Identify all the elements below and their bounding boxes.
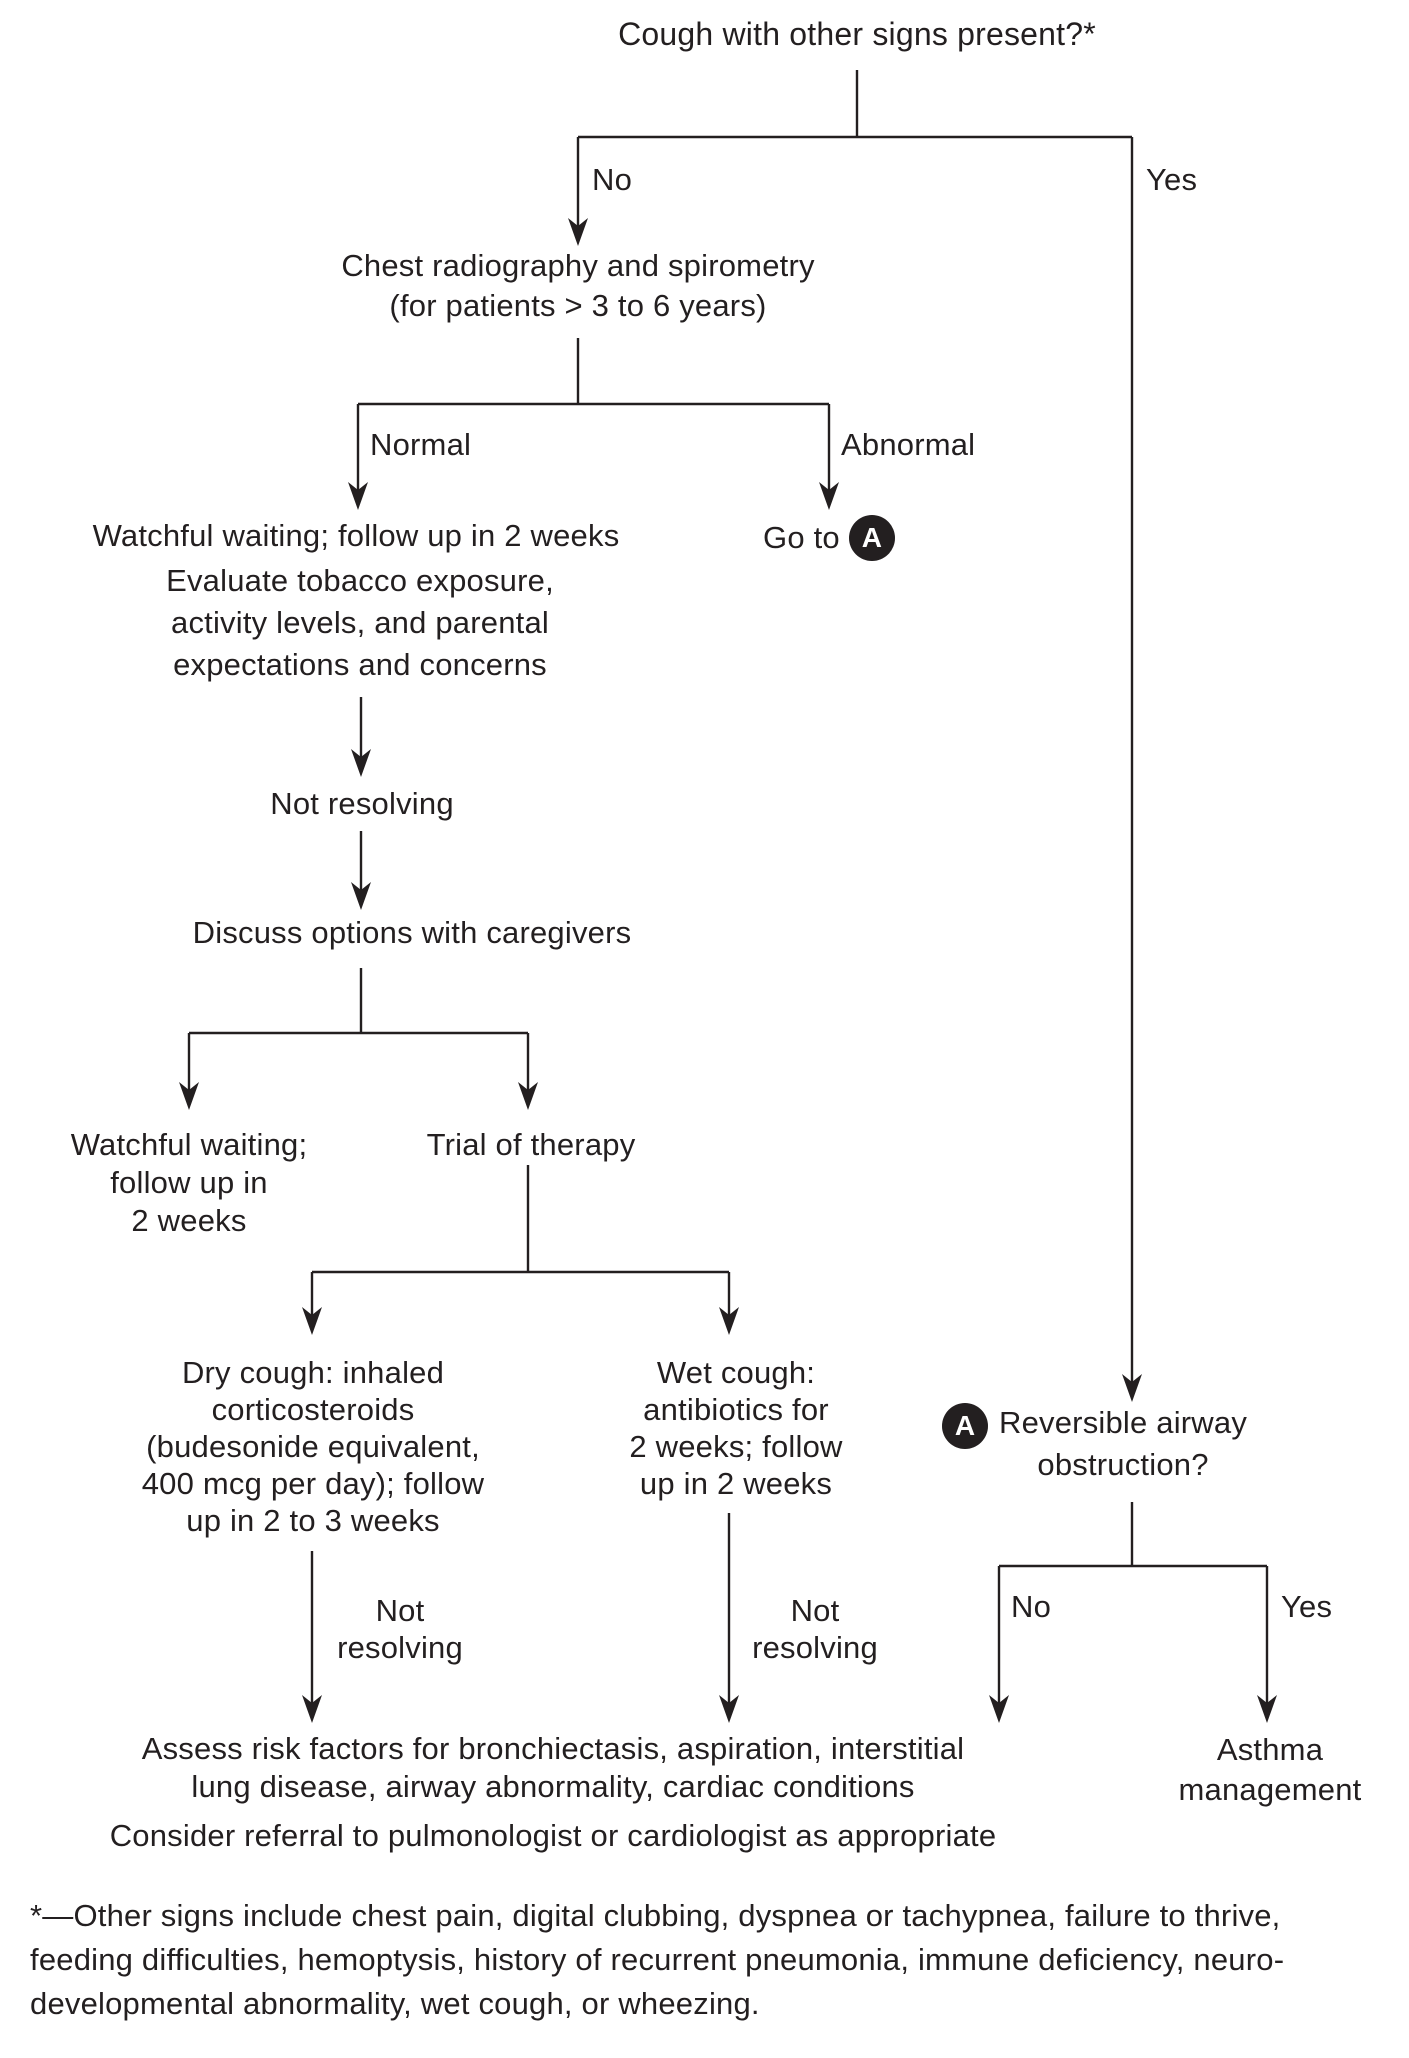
arrowhead-trial (518, 1082, 538, 1110)
edge-label-yes-1: Yes (1146, 162, 1198, 197)
node-watchful-waiting-1: Watchful waiting; follow up in 2 weeks (92, 518, 620, 553)
reversible-question: Reversible airway obstruction? (999, 1405, 1248, 1482)
node-trial-of-therapy: Trial of therapy (426, 1127, 636, 1162)
node-assess-risk-factors: Assess risk factors for bronchiectasis, … (141, 1731, 965, 1804)
edge-label-abnormal: Abnormal (841, 427, 976, 462)
arrowhead-yes (1122, 1374, 1142, 1402)
arrowhead-dry (302, 1307, 322, 1335)
arrowhead-normal (348, 482, 368, 510)
marker-a-icon: A (848, 515, 895, 561)
arrowhead-dry-out (302, 1695, 322, 1723)
arrowhead-wet (719, 1307, 739, 1335)
node-consider-referral: Consider referral to pulmonologist or ca… (109, 1818, 997, 1853)
node-root-question: Cough with other signs present?* (618, 16, 1096, 52)
arrowhead-no (568, 218, 588, 246)
edge-label-not-resolving-2: Not resolving (337, 1593, 463, 1665)
node-reversible-airway: A Reversible airway obstruction? (942, 1402, 1247, 1486)
edge-label-no-2: No (1011, 1589, 1052, 1624)
arrowhead-watchful2 (179, 1082, 199, 1110)
edge-label-no-1: No (592, 162, 633, 197)
arrowhead-abnormal (819, 482, 839, 510)
arrowhead-wet-out (719, 1695, 739, 1723)
arrowhead-evaluate (351, 749, 371, 777)
node-asthma-management: Asthma management (1178, 1732, 1362, 1807)
node-not-resolving-1: Not resolving (270, 786, 454, 821)
edge-label-not-resolving-3: Not resolving (752, 1593, 878, 1665)
node-chest-radiography: Chest radiography and spirometry (for pa… (341, 248, 815, 323)
node-evaluate-tobacco: Evaluate tobacco exposure, activity leve… (166, 563, 554, 682)
edge-label-yes-2: Yes (1281, 1589, 1333, 1624)
goto-label: Go to (763, 520, 840, 555)
arrowhead-notresolving (351, 882, 371, 910)
node-watchful-waiting-2: Watchful waiting; follow up in 2 weeks (70, 1127, 308, 1238)
node-goto-a: Go to A (763, 514, 895, 562)
node-discuss-options: Discuss options with caregivers (192, 915, 632, 950)
edge-label-normal: Normal (370, 427, 472, 462)
footnote-other-signs: *—Other signs include chest pain, digita… (30, 1898, 1285, 2021)
arrowhead-yes2 (1257, 1695, 1277, 1723)
node-dry-cough: Dry cough: inhaled corticosteroids (bude… (141, 1355, 485, 1538)
node-wet-cough: Wet cough: antibiotics for 2 weeks; foll… (629, 1355, 843, 1501)
marker-a-icon: A (942, 1403, 988, 1449)
arrowhead-no2 (989, 1695, 1009, 1723)
